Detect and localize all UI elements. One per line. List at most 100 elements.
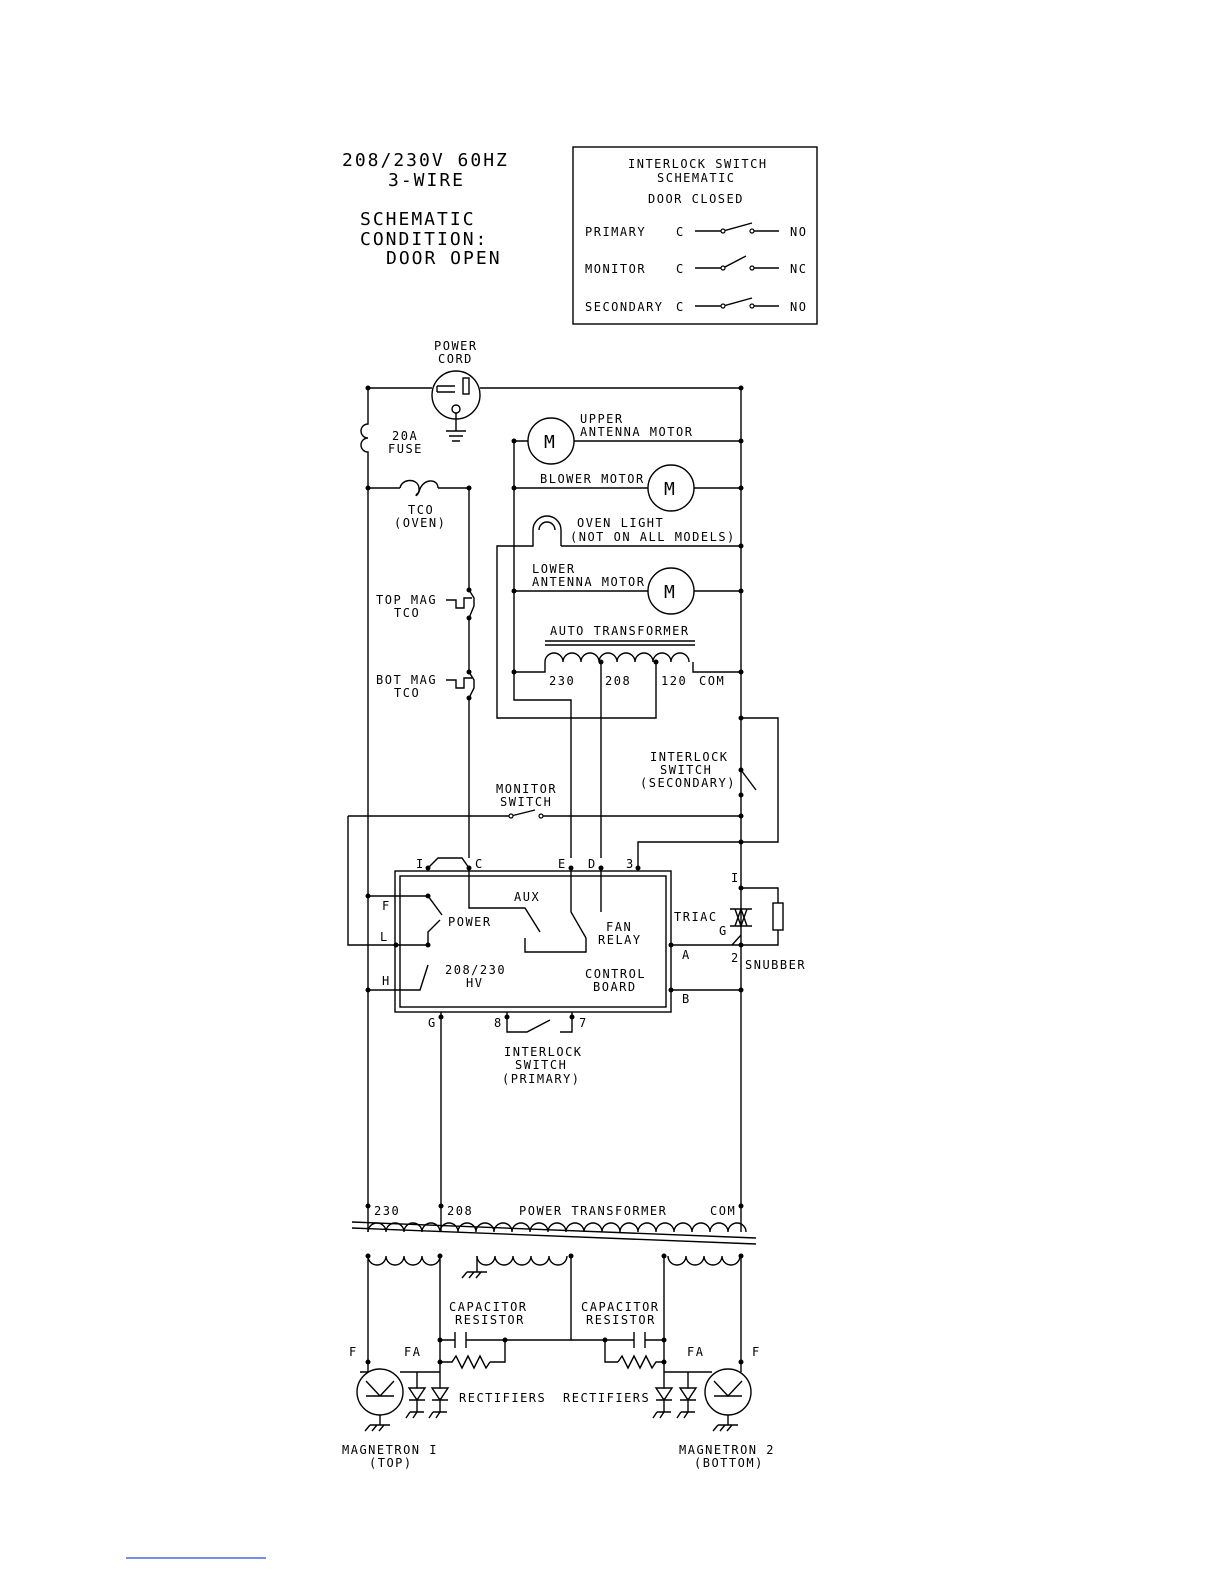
plug-blade [436, 385, 455, 393]
condition-line-1: SCHEMATIC [360, 209, 476, 230]
junction [598, 865, 604, 871]
legend-row-primary-end: NO [790, 225, 807, 239]
magnetron-symbol [364, 1380, 395, 1432]
power-relay-contact [368, 895, 443, 916]
capacitor-icon [454, 1332, 467, 1348]
junction [425, 942, 431, 948]
tco-oven-label-1: TCO [408, 503, 434, 517]
lower-motor-label-1: LOWER [532, 562, 576, 576]
monitor-switch-label-2: SWITCH [500, 795, 552, 809]
tap-wire [600, 662, 657, 858]
lower-motor-label-2: ANTENNA MOTOR [532, 575, 645, 589]
resistor-label-bottom: RESISTOR [586, 1313, 656, 1327]
capacitor-label-bottom: CAPACITOR [581, 1300, 660, 1314]
rectifier-icon [654, 1387, 698, 1402]
switch-wire [506, 1012, 573, 1033]
junction [466, 669, 472, 675]
magnetron-1-label-1: MAGNETRON I [342, 1443, 438, 1457]
control-board-label-2: BOARD [593, 980, 637, 994]
interlock-secondary-label-3: (SECONDARY) [640, 776, 736, 790]
power-transformer-label: POWER TRANSFORMER [519, 1204, 667, 1218]
legend-row-primary-c: C [676, 225, 685, 239]
terminal-a: A [682, 948, 691, 962]
junction [738, 543, 744, 549]
junction [365, 1203, 371, 1209]
legend-state: DOOR CLOSED [648, 192, 744, 206]
lower-antenna-motor: M LOWER ANTENNA MOTOR [514, 562, 741, 615]
wire [347, 815, 741, 946]
junction [365, 893, 371, 899]
junction [511, 438, 517, 444]
wire [468, 589, 475, 672]
wire [496, 530, 657, 719]
transformer-core [351, 1221, 757, 1245]
aux-relay-contact [468, 868, 541, 933]
junction [738, 885, 744, 891]
power-cord-label-1: POWER [434, 339, 478, 353]
power-relay-label: POWER [448, 915, 492, 929]
legend-row-secondary-end: NO [790, 300, 807, 314]
junction [425, 865, 431, 871]
hv-relay-label-2: HV [466, 976, 483, 990]
junction [511, 588, 517, 594]
magnetron-icon [704, 1368, 752, 1416]
junction [438, 1203, 444, 1209]
primary-winding [367, 1222, 747, 1233]
interlock-legend: INTERLOCK SWITCH SCHEMATIC DOOR CLOSED P… [572, 146, 818, 325]
filament-winding-1 [367, 1255, 441, 1266]
wire [663, 1371, 712, 1388]
wire [360, 1256, 572, 1373]
junctions [365, 385, 744, 1365]
junction [365, 987, 371, 993]
wire [367, 1206, 742, 1232]
junction [738, 792, 744, 798]
junction [466, 695, 472, 701]
bot-mag-tco-label-1: BOT MAG [376, 673, 437, 687]
interlock-secondary-label-1: INTERLOCK [650, 750, 729, 764]
capacitor-icon [633, 1332, 646, 1348]
magnetron-2-label-1: MAGNETRON 2 [679, 1443, 775, 1457]
junction [738, 1203, 744, 1209]
plug-blade [462, 377, 470, 395]
monitor-switch-label-1: MONITOR [496, 782, 557, 796]
junction [466, 587, 472, 593]
tap-230: 230 [549, 674, 575, 688]
legend-contact [749, 303, 755, 309]
plug-ground-pin [451, 404, 461, 414]
filament-fa-top: FA [404, 1345, 421, 1359]
junction [738, 987, 744, 993]
fan-relay-contact [570, 868, 587, 939]
thermal-switch-icon [446, 597, 472, 609]
interlock-switch-primary: INTERLOCK SWITCH (PRIMARY) [502, 1012, 581, 1086]
auto-transformer: AUTO TRANSFORMER 230 208 120 COM [513, 624, 741, 858]
terminal-g-triac: G [719, 924, 728, 938]
wire [514, 662, 741, 673]
junction [438, 1014, 444, 1020]
junction [569, 1014, 575, 1020]
terminal-7: 7 [579, 1016, 588, 1030]
triac-gate [731, 934, 742, 946]
wire-count: 3-WIRE [388, 170, 465, 191]
bot-mag-tco-label-2: TCO [394, 686, 420, 700]
terminal-f: F [382, 899, 391, 913]
voltage-rating: 208/230V 60HZ [342, 150, 509, 171]
ground-icon [652, 1400, 695, 1419]
junction [668, 942, 674, 948]
legend-contact [720, 228, 726, 234]
transformer-winding [544, 652, 690, 663]
pt-tap-208: 208 [447, 1204, 473, 1218]
interlock-switch-secondary: INTERLOCK SWITCH (SECONDARY) [637, 717, 779, 868]
rectifier-icon [407, 1387, 450, 1402]
resistor-icon [617, 1354, 664, 1370]
legend-contact [749, 265, 755, 271]
magnetron-1-label-2: (TOP) [369, 1456, 413, 1470]
motor-icon [647, 464, 695, 512]
wire [396, 919, 441, 946]
junction [661, 1253, 667, 1259]
power-cord: POWER CORD [431, 339, 481, 442]
terminal-d: D [588, 857, 597, 871]
fuse: 20A FUSE [360, 388, 421, 1206]
junction [393, 942, 399, 948]
junction [511, 669, 517, 675]
